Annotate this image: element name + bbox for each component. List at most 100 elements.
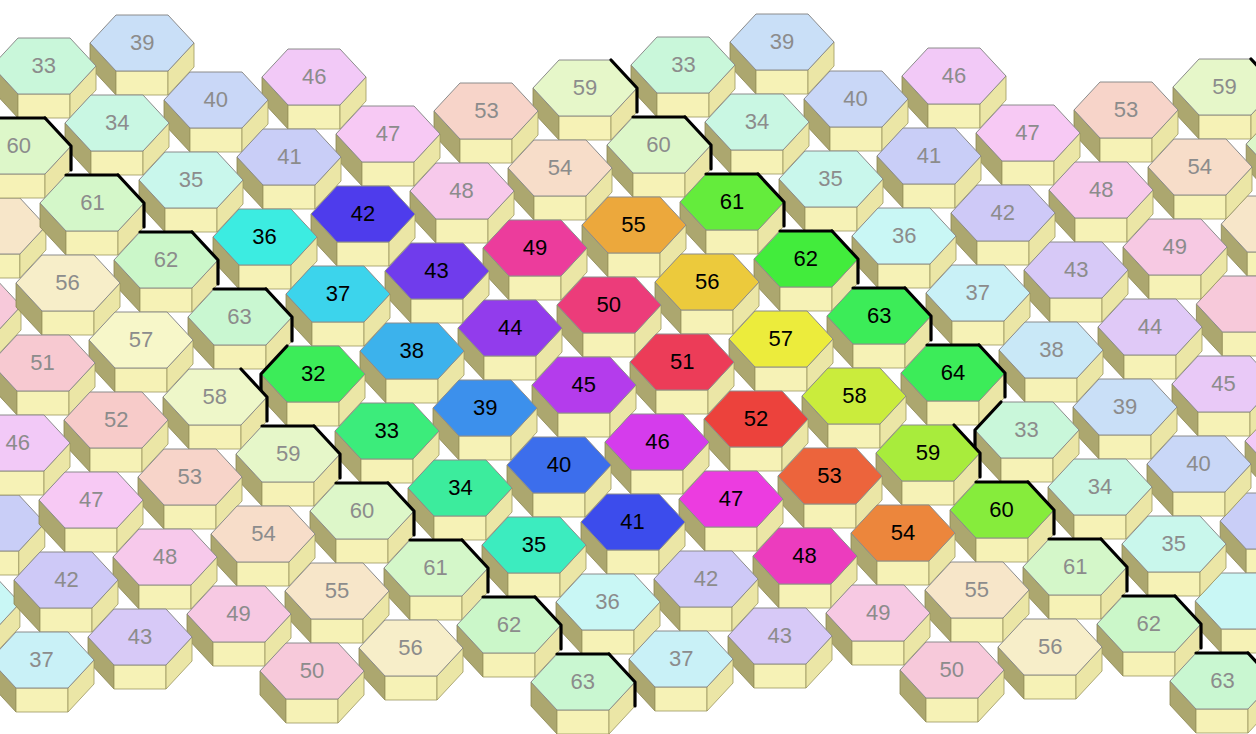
hex-face [876,425,980,481]
prism-side [1222,332,1256,356]
prism-side [1199,115,1251,139]
hex-prism [705,94,809,174]
hex-prism [1073,379,1177,459]
hex-prism [531,654,635,734]
tile-number: 40 [164,72,268,128]
tile-number: 43 [385,243,489,299]
tile-number: 35 [1122,516,1226,572]
hex-face [40,175,144,231]
prism-side [42,311,94,335]
tile-number: 48 [1049,162,1153,218]
hex-tile: 57 [729,311,833,367]
prism-side [977,241,1029,265]
hex-prism [1024,242,1128,322]
seam-line [780,229,832,232]
hex-tile: 36 [852,208,956,264]
hex-face [654,551,758,607]
tile-number: 36 [556,574,660,630]
hex-prism [728,608,832,688]
prism-side [705,527,757,551]
hex-face [262,49,366,105]
tile-number: 59 [236,426,340,482]
hex-prism [951,185,1055,265]
hex-prism [311,186,415,266]
hex-tile: 60 [607,117,711,173]
hex-prism [163,369,267,449]
tile-number: 62 [114,232,218,288]
prism-side [780,287,832,311]
hex-face [483,220,587,276]
prism-side [386,379,438,403]
tile-number: 63 [827,288,931,344]
tile-number: 60 [607,117,711,173]
prism-side [18,94,70,118]
hex-face [434,83,538,139]
hex-tile: 45 [1172,356,1256,412]
tile-number: 47 [336,106,440,162]
hex-tile: 54 [851,505,955,561]
hex-tile: 34 [408,460,512,516]
hex-prism [900,642,1004,722]
hex-face [705,94,809,150]
tile-number: 34 [1048,459,1152,515]
prism-side [1149,275,1201,299]
prism-side [114,665,166,689]
prism-side [533,493,585,517]
prism-side [165,208,217,232]
prism-side [434,516,486,540]
hex-prism [877,128,981,208]
prism-side [286,699,338,723]
hex-tile: 46 [262,49,366,105]
seam-line [633,115,685,118]
hex-tile: 61 [40,175,144,231]
prism-side [1221,629,1256,653]
hex-tile: 39 [730,14,834,70]
hex-face [260,643,364,699]
tile-number: 53 [138,449,242,505]
tile-number: 37 [286,266,390,322]
tile-number: 59 [876,425,980,481]
hex-tile: 35 [779,151,883,207]
hex-face [336,106,440,162]
tile-number: 47 [679,471,783,527]
prism-side [509,276,561,300]
hex-prism [359,620,463,700]
seam-line [927,343,979,346]
hex-face [458,300,562,356]
hex-tile: 59 [533,60,637,116]
prism-side [805,207,857,231]
hex-face [211,506,315,562]
tile-number: 56 [16,255,120,311]
hex-tile: 56 [998,619,1102,675]
seam-line [557,652,609,655]
hex-prism [236,426,340,506]
prism-side [755,367,807,391]
prism-side [1148,572,1200,596]
hex-tile: 62 [1097,596,1201,652]
hex-tile: 48 [113,529,217,585]
hex-face [213,209,317,265]
hex-prism [138,449,242,529]
tile-number: 54 [211,506,315,562]
prism-side [287,402,339,426]
hex-prism [804,71,908,151]
hex-tile: 33 [0,38,96,94]
hex-tile: 39 [90,15,194,71]
hex-face [605,414,709,470]
hex-tile: 63 [531,654,635,710]
hex-face [607,117,711,173]
hex-tile: 42 [654,551,758,607]
hex-tile: 43 [88,609,192,665]
hex-tile: 36 [213,209,317,265]
hex-face [531,654,635,710]
hex-prism [876,425,980,505]
hex-tile: 55 [582,197,686,253]
hex-prism [582,197,686,277]
tile-number: 40 [1147,436,1251,492]
tile-number: 63 [188,289,292,345]
prism-side [362,162,414,186]
hex-face [827,288,931,344]
tile-number: 40 [804,71,908,127]
tile-number: 36 [852,208,956,264]
tile-number: 33 [975,402,1079,458]
